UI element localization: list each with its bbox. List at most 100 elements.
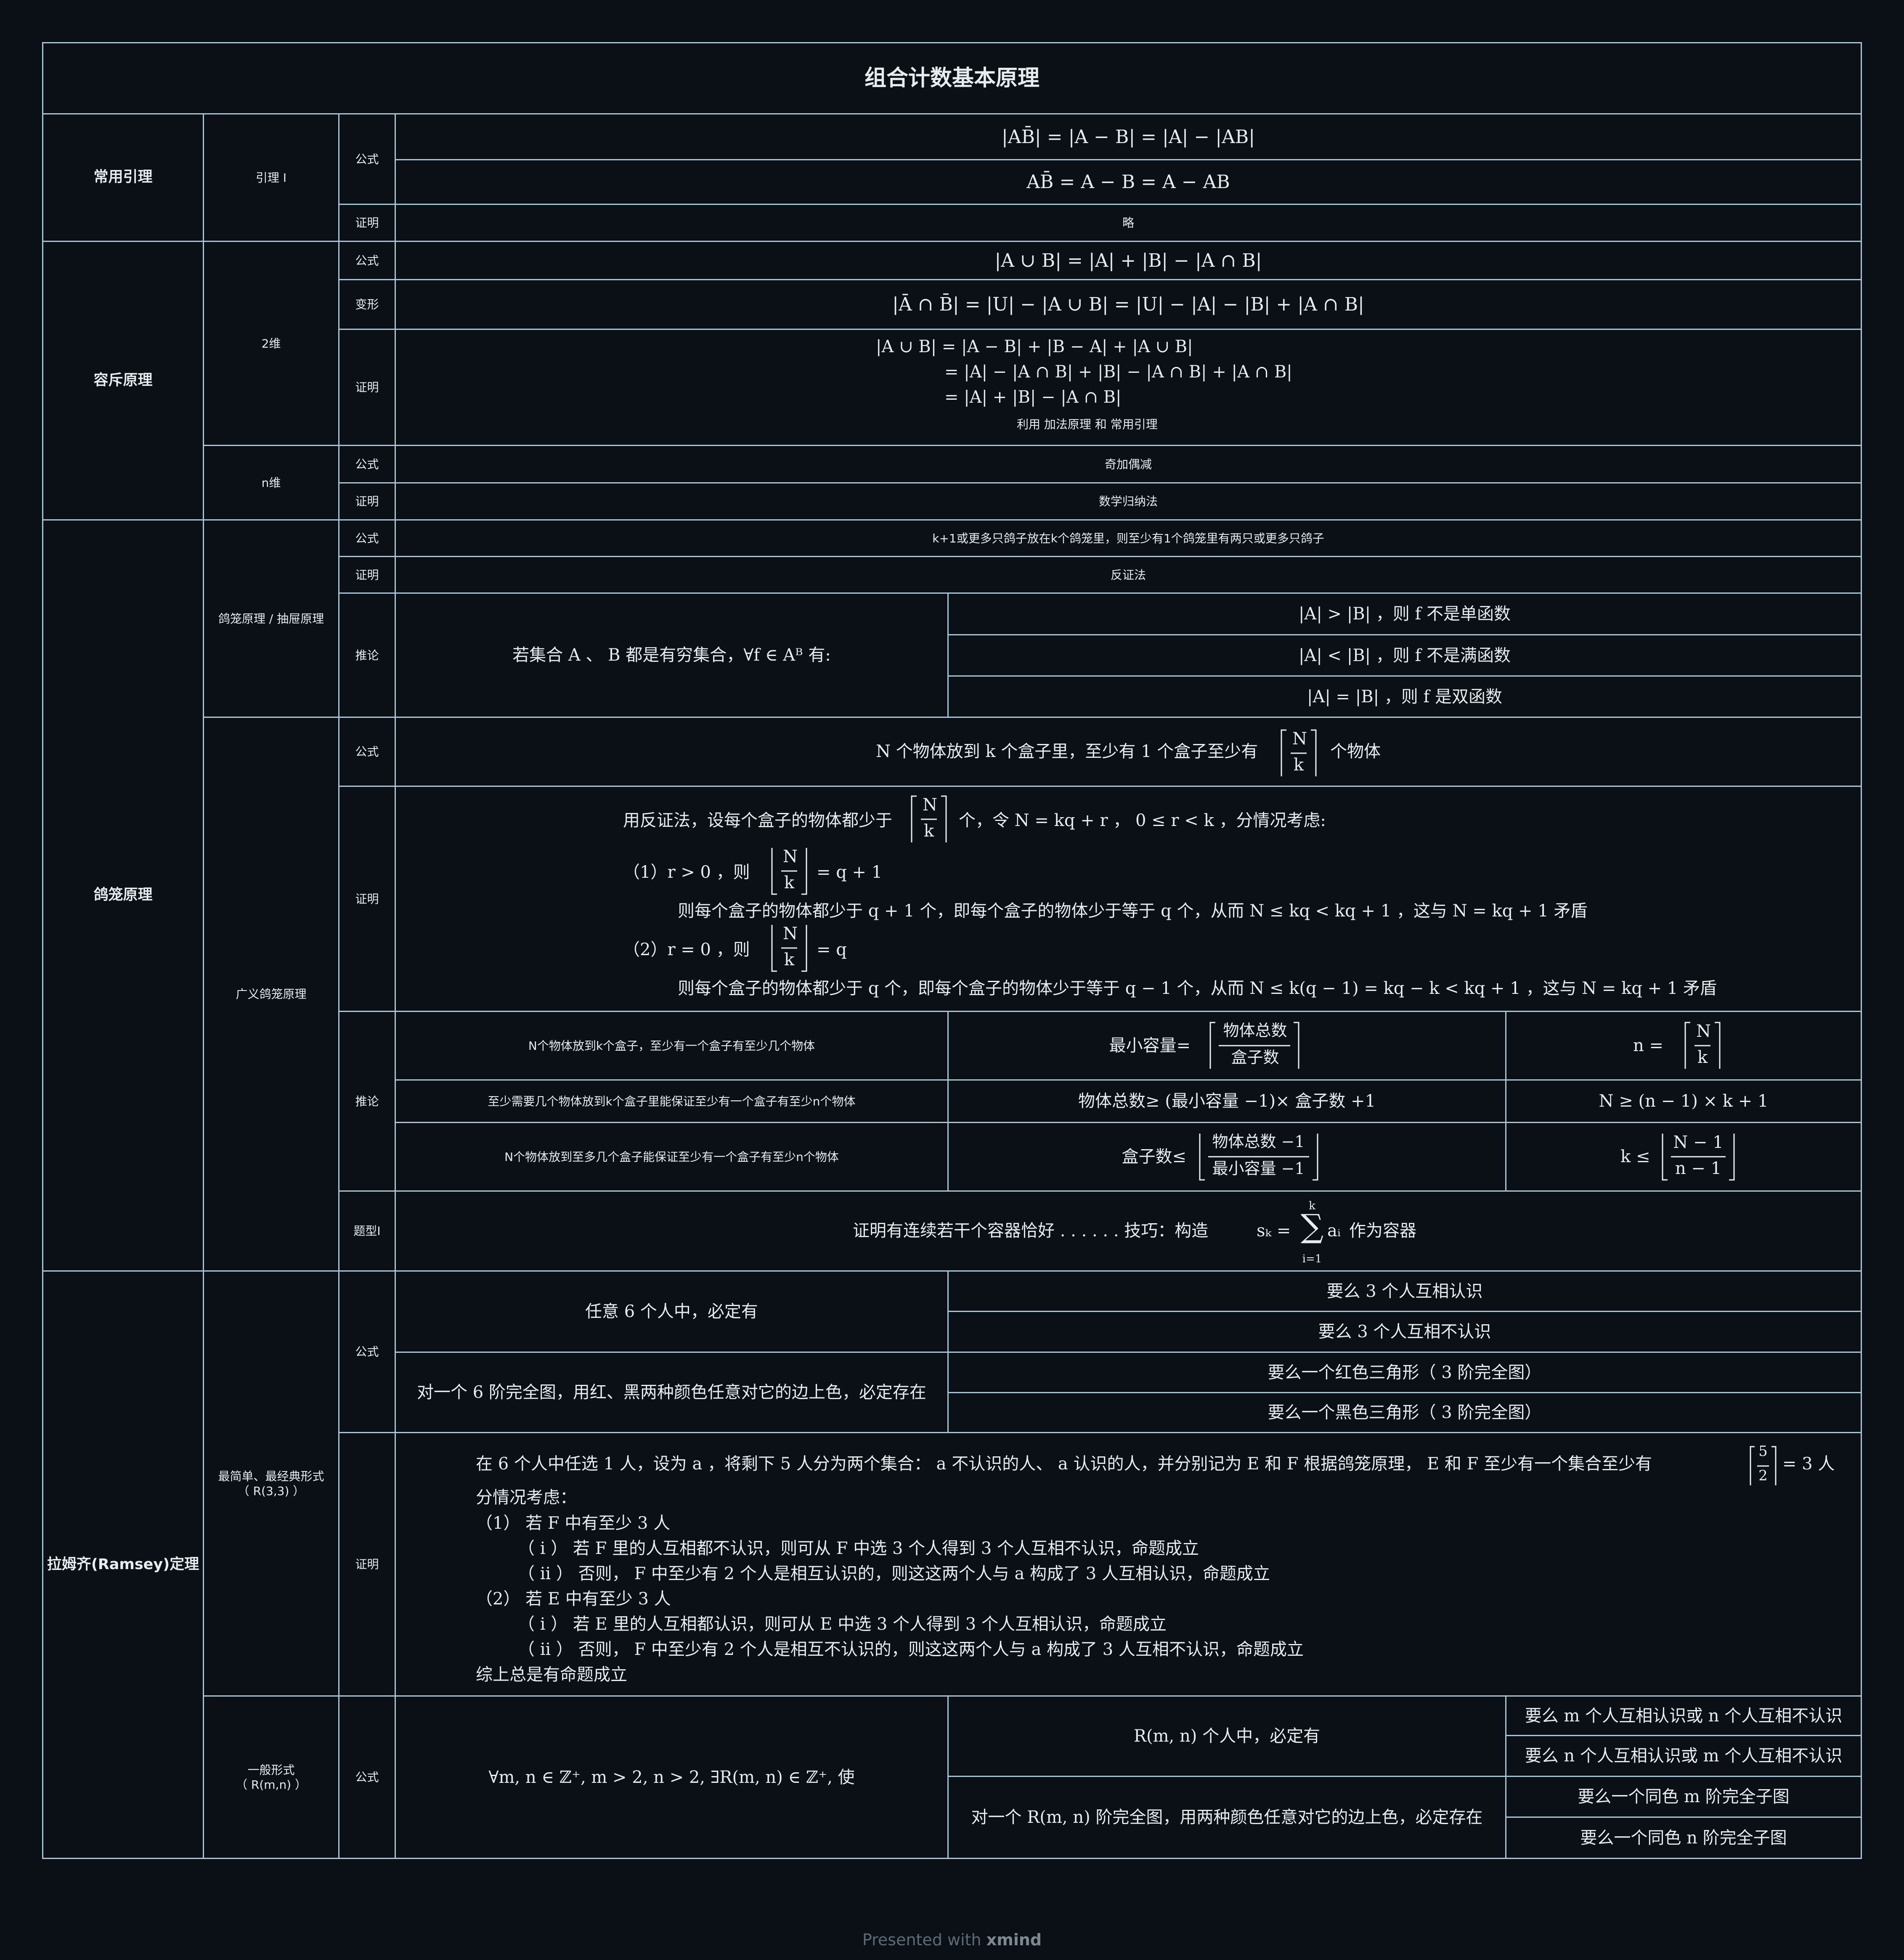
label-formula: 公式 [338,113,396,205]
section-text: 拉姆齐(Ramsey)定理 [47,1556,199,1573]
proof-text: 反证法 [1110,568,1146,582]
frac-denominator: k [1293,755,1304,775]
ramsey-general-people: R(m, n) 个人中，必定有 [947,1695,1506,1777]
ph-basic-name: 鸽笼原理 / 抽屉原理 [203,519,339,718]
floor-bracket-icon [771,925,807,972]
statement-text: R(m, n) 个人中，必定有 [1133,1726,1321,1746]
ramsey-outcome: 要么一个红色三角形（ 3 阶完全图） [947,1352,1862,1393]
proof-line: 则每个盒子的物体都少于 q 个，即每个盒子的物体少于等于 q − 1 个，从而 … [678,979,1717,998]
statement-text: 任意 6 个人中，必定有 [585,1302,758,1321]
frac-numerator: 物体总数 −1 [1212,1132,1305,1151]
label-variant: 变形 [338,279,396,330]
dim-text: 2维 [261,336,281,351]
outcome-text: 要么一个黑色三角形（ 3 阶完全图） [1268,1403,1542,1422]
proof-line: = q + 1 [817,863,883,882]
floor-bracket-icon [771,848,807,895]
name-sub-text: （ R(3,3) ） [237,1484,305,1498]
question-text: N个物体放到k个盒子，至少有一个盒子有至少几个物体 [528,1038,815,1053]
frac-numerator: N [1292,729,1307,749]
proof-line: = 3 人 [1782,1454,1835,1474]
proof-line: = |A| − |A ∩ B| + |B| − |A ∩ B| + |A ∩ B… [944,362,1292,382]
proof-line: （2） 若 E 中有至少 3 人 [476,1589,671,1609]
formula-text: 证明有连续若干个容器恰好 . . . . . . 技巧：构造 [853,1221,1209,1240]
ceiling-bracket-icon [1684,1022,1721,1069]
footer-prefix: Presented with [862,1931,981,1949]
ph-corollary-item: |A| = |B| ，则 f 是双函数 [947,675,1862,718]
label-text: 证明 [355,1557,379,1571]
statement-text: 对一个 6 阶完全图，用红、黑两种颜色任意对它的边上色，必定存在 [417,1383,926,1402]
frac-numerator: N − 1 [1673,1133,1724,1152]
outcome-text: 要么一个同色 n 阶完全子图 [1580,1828,1787,1848]
lemma-name-text: 引理 I [255,170,287,185]
formula-text: aᵢ [1327,1221,1341,1240]
label-text: 公式 [355,457,379,471]
frac-numerator: N [923,795,937,815]
formula-text: sₖ = [1257,1221,1291,1240]
outcome-text: 要么 3 个人互相不认识 [1318,1322,1491,1341]
premise-text: 若集合 A 、 B 都是有穷集合，∀f ∈ Aᴮ 有: [512,645,831,665]
label-text: 公式 [355,1345,379,1359]
item-text: |A| < |B| ，则 f 不是满函数 [1298,645,1511,665]
frac-denominator: k [784,950,795,969]
mid-formula-block: 最小容量= 物体总数 盒子数 [1109,1014,1345,1077]
right-formula-block: k ≤ N − 1 n − 1 [1620,1125,1747,1188]
ph-general-formula: N 个物体放到 k 个盒子里，至少有 1 个盒子至少有 N k 个物体 [395,717,1862,787]
ph-gen-corollary-question: N个物体放到k个盒子，至少有一个盒子有至少几个物体 [395,1011,949,1081]
statement-text: 对一个 R(m, n) 阶完全图，用两种颜色任意对它的边上色，必定存在 [971,1808,1483,1827]
frac-denominator: 2 [1758,1467,1768,1484]
label-proof: 证明 [338,204,396,242]
proof-line: 个，令 N = kq + r ， 0 ≤ r < k ，分情况考虑: [959,811,1326,830]
ph-gen-corollary-question: 至少需要几个物体放到k个盒子里能保证至少有一个盒子有至少n个物体 [395,1079,949,1123]
proof-line: （1）r > 0 ，则 [623,863,750,882]
frac-numerator: 5 [1758,1443,1768,1460]
ph-gen-corollary-mid: 盒子数≤ 物体总数 −1 最小容量 −1 [947,1122,1506,1192]
ramsey-general-outcome: 要么 m 个人互相认识或 n 个人互相不认识 [1505,1695,1862,1736]
formula-text: k+1或更多只鸽子放在k个鸽笼里，则至少有1个鸽笼里有两只或更多只鸽子 [932,531,1324,545]
lemma-proof: 略 [395,204,1862,242]
label-formula: 公式 [338,717,396,787]
ie-variant: |Ā ∩ B̄| = |U| − |A ∪ B| = |U| − |A| − |… [395,279,1862,330]
proof-line: 分情况考虑： [476,1488,577,1507]
ramsey-outcome: 要么 3 个人互相不认识 [947,1311,1862,1353]
page-title: 组合计数基本原理 [42,42,1862,114]
ramsey-general-outcome: 要么一个同色 n 阶完全子图 [1505,1817,1862,1859]
sum-upper: k [1309,1199,1315,1212]
label-text: 证明 [355,216,379,230]
ph-corollary-item: |A| < |B| ，则 f 不是满函数 [947,634,1862,677]
proof-line: （ i ） 若 E 里的人互相都认识，则可从 E 中选 3 个人得到 3 个人互… [518,1615,1167,1634]
label-proof: 证明 [338,1432,396,1697]
ie-n-formula: 奇加偶减 [395,445,1862,483]
ramsey-general-graph: 对一个 R(m, n) 阶完全图，用两种颜色任意对它的边上色，必定存在 [947,1776,1506,1859]
formula-text: 盒子数≤ [1122,1147,1187,1166]
outcome-text: 要么 m 个人互相认识或 n 个人互相不认识 [1525,1706,1843,1726]
outcome-text: 要么一个同色 m 阶完全子图 [1578,1787,1790,1806]
section-text: 容斥原理 [93,372,153,389]
formula-text: |A ∪ B| = |A| + |B| − |A ∩ B| [994,250,1262,271]
formula-text: N ≥ (n − 1) × k + 1 [1599,1092,1769,1111]
proof-line: 则每个盒子的物体都少于 q + 1 个，即每个盒子的物体少于等于 q 个，从而 … [678,901,1588,921]
label-proof: 证明 [338,482,396,521]
section-text: 鸽笼原理 [93,887,153,904]
proof-line: |A ∪ B| = |A − B| + |B − A| + |A ∪ B| [876,337,1193,356]
ceiling-bracket-icon [911,795,947,842]
ramsey-general-name: 一般形式 （ R(m,n) ） [203,1695,339,1859]
section-lemma-text: 常用引理 [93,169,153,186]
ph-gen-corollary-right: N ≥ (n − 1) × k + 1 [1505,1079,1862,1123]
frac-numerator: N [783,847,798,866]
outcome-text: 要么 n 个人互相认识或 m 个人互相不认识 [1525,1746,1843,1766]
formula-text: |AB̄| = |A − B| = |A| − |AB| [1001,126,1255,148]
mid-formula-block: 盒子数≤ 物体总数 −1 最小容量 −1 [1122,1125,1332,1188]
floor-bracket-icon [1199,1134,1318,1181]
lemma-formula-1: |AB̄| = |A − B| = |A| − |AB| [395,113,1862,160]
frac-numerator: N [783,924,798,943]
proof-line: 在 6 个人中任选 1 人，设为 a ，将剩下 5 人分为两个集合： a 不认识… [476,1454,1652,1474]
proof-line: 用反证法，设每个盒子的物体都少于 [623,811,892,830]
ph-gen-corollary-right: k ≤ N − 1 n − 1 [1505,1122,1862,1192]
ie-proof-block: |A ∪ B| = |A − B| + |B − A| + |A ∪ B| = … [876,333,1381,442]
label-text: 题型I [353,1224,381,1238]
ceiling-bracket-icon [1750,1446,1777,1485]
ramsey-outcome: 要么一个黑色三角形（ 3 阶完全图） [947,1392,1862,1433]
ph-gen-corollary-right: n = N k [1505,1011,1862,1081]
ph-corollary-item: |A| > |B| ，则 f 不是单函数 [947,592,1862,635]
label-formula: 公式 [338,1695,396,1859]
